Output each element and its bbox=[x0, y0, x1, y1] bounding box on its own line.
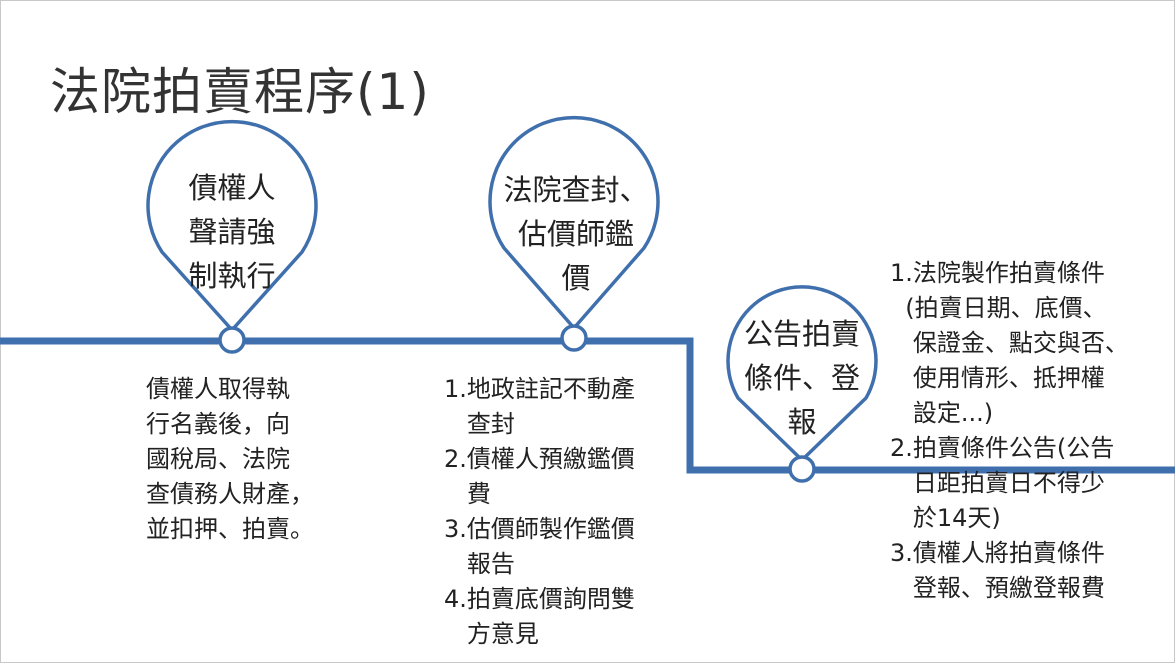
pin-line: 公告拍賣 bbox=[743, 317, 860, 351]
pin-line: 報 bbox=[787, 405, 817, 439]
pin-line: 條件、登 bbox=[743, 361, 860, 395]
pin-label-1: 債權人 聲請強 制執行 bbox=[162, 166, 302, 298]
pin-marker-1 bbox=[146, 119, 318, 332]
pin-line: 估價師鑑 bbox=[517, 217, 634, 251]
timeline-line bbox=[0, 337, 1175, 474]
pin-label-3: 公告拍賣 條件、登 報 bbox=[722, 312, 882, 444]
pin-line: 法院查封、 bbox=[503, 173, 649, 207]
timeline-node-3 bbox=[788, 455, 816, 483]
step-3-details: 1.法院製作拍賣條件 (拍賣日期、底價、 保證金、點交與否、 使用情形、抵押權 … bbox=[890, 259, 1129, 602]
slide-title: 法院拍賣程序(1) bbox=[50, 63, 430, 121]
pin-label-2: 法院查封、 估價師鑑 價 bbox=[486, 168, 666, 300]
pin-line: 價 bbox=[561, 261, 591, 295]
pin-marker-2 bbox=[488, 115, 660, 330]
step-2-details: 1.地政註記不動產 查封 2.債權人預繳鑑價 費 3.估價師製作鑑價 報告 4.… bbox=[444, 375, 635, 648]
timeline-node-1 bbox=[218, 326, 246, 354]
pin-line: 聲請強 bbox=[188, 215, 276, 249]
step-1-details: 債權人取得執 行名義後，向 國稅局、法院 查債務人財產， 並扣押、拍賣。 bbox=[146, 375, 314, 543]
pin-line: 制執行 bbox=[188, 259, 276, 293]
pin-marker-3 bbox=[726, 285, 878, 462]
pin-line: 債權人 bbox=[188, 171, 276, 205]
timeline-node-2 bbox=[560, 324, 588, 352]
